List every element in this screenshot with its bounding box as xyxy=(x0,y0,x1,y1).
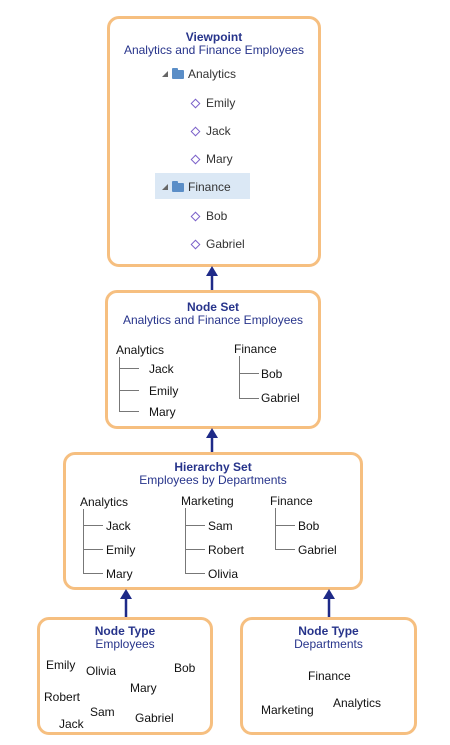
tree-folder-analytics[interactable]: Analytics xyxy=(162,67,236,81)
hierarchy-set-subtitle: Employees by Departments xyxy=(139,473,287,487)
tree-item-jack[interactable]: Jack xyxy=(190,124,231,138)
expand-triangle-icon[interactable] xyxy=(162,71,168,77)
tree-folder-label: Finance xyxy=(188,180,231,194)
tree-connector xyxy=(185,525,205,526)
node-diamond-icon xyxy=(190,98,201,108)
group-item: Olivia xyxy=(208,567,239,581)
tree-connector xyxy=(185,549,205,550)
node-diamond-icon xyxy=(190,211,201,221)
tree-folder-finance[interactable]: Finance xyxy=(162,180,231,194)
node-type-departments-title: Node Type xyxy=(298,624,359,638)
employee-name: Sam xyxy=(90,705,115,719)
node-type-employees-box: Node Type Employees Emily Olivia Bob Mar… xyxy=(37,617,213,735)
tree-connector xyxy=(83,525,103,526)
tree-item-label: Jack xyxy=(206,124,231,138)
tree-item-bob[interactable]: Bob xyxy=(190,209,228,223)
folder-icon xyxy=(172,67,184,79)
employee-name: Gabriel xyxy=(135,711,174,725)
viewpoint-box: Viewpoint Analytics and Finance Employee… xyxy=(107,16,321,267)
group-item: Bob xyxy=(261,367,283,381)
group-label: Finance xyxy=(234,342,277,356)
selected-row-highlight xyxy=(155,173,250,199)
department-name: Analytics xyxy=(333,696,382,710)
hierarchy-set-title: Hierarchy Set xyxy=(174,460,252,474)
arrow-up-icon xyxy=(206,266,218,292)
expand-triangle-icon[interactable] xyxy=(162,184,168,190)
tree-item-emily[interactable]: Emily xyxy=(190,96,236,110)
group-item: Emily xyxy=(106,543,136,557)
group-item: Mary xyxy=(149,405,176,419)
tree-connector xyxy=(185,573,205,574)
tree-connector xyxy=(83,573,103,574)
group-label: Analytics xyxy=(80,495,129,509)
tree-item-label: Bob xyxy=(206,209,228,223)
employee-name: Emily xyxy=(46,658,76,672)
group-item: Jack xyxy=(106,519,131,533)
group-item: Gabriel xyxy=(261,391,300,405)
employee-name: Olivia xyxy=(86,664,117,678)
group-item: Sam xyxy=(208,519,233,533)
tree-item-gabriel[interactable]: Gabriel xyxy=(190,237,245,251)
group-label: Marketing xyxy=(181,494,234,508)
employee-name: Bob xyxy=(174,661,196,675)
node-set-title: Node Set xyxy=(186,300,239,314)
group-label: Analytics xyxy=(116,343,165,357)
tree-connector xyxy=(119,357,120,411)
node-set-subtitle: Analytics and Finance Employees xyxy=(122,313,304,327)
viewpoint-title: Viewpoint xyxy=(185,30,243,44)
department-name: Marketing xyxy=(261,703,314,717)
viewpoint-subtitle: Analytics and Finance Employees xyxy=(123,43,305,57)
tree-connector xyxy=(239,373,259,374)
group-item: Bob xyxy=(298,519,320,533)
group-item: Mary xyxy=(106,567,133,581)
tree-item-label: Mary xyxy=(206,152,233,166)
node-type-employees-subtitle: Employees xyxy=(95,637,155,651)
arrow-up-icon xyxy=(206,428,218,454)
tree-connector xyxy=(83,549,103,550)
tree-connector xyxy=(119,368,139,369)
department-name: Finance xyxy=(308,669,351,683)
tree-connector xyxy=(275,508,276,549)
employee-name: Robert xyxy=(44,690,81,704)
tree-item-label: Gabriel xyxy=(206,237,245,251)
tree-connector xyxy=(275,549,295,550)
node-diamond-icon xyxy=(190,126,201,136)
tree-folder-label: Analytics xyxy=(188,67,237,81)
hierarchy-set-box: Hierarchy Set Employees by Departments A… xyxy=(63,452,363,590)
arrow-up-icon xyxy=(323,589,335,619)
tree-connector xyxy=(119,411,139,412)
node-set-box: Node Set Analytics and Finance Employees… xyxy=(105,290,321,429)
group-item: Robert xyxy=(208,543,245,557)
tree-connector xyxy=(239,398,259,399)
node-type-employees-title: Node Type xyxy=(94,624,156,638)
tree-item-mary[interactable]: Mary xyxy=(190,152,233,166)
node-type-departments-box: Node Type Departments Finance Analytics … xyxy=(240,617,417,735)
employee-name: Mary xyxy=(130,681,157,695)
group-item: Jack xyxy=(149,362,174,376)
tree-connector xyxy=(83,509,84,573)
group-label: Finance xyxy=(270,494,313,508)
tree-connector xyxy=(185,508,186,573)
employee-name: Jack xyxy=(59,717,84,731)
node-diamond-icon xyxy=(190,239,201,249)
tree-connector xyxy=(275,525,295,526)
node-type-departments-subtitle: Departments xyxy=(294,637,363,651)
tree-connector xyxy=(119,390,139,391)
folder-icon xyxy=(172,180,184,192)
group-item: Emily xyxy=(149,384,179,398)
tree-item-label: Emily xyxy=(206,96,236,110)
group-item: Gabriel xyxy=(298,543,337,557)
node-diamond-icon xyxy=(190,154,201,164)
arrow-up-icon xyxy=(120,589,132,619)
tree-connector xyxy=(239,356,240,398)
